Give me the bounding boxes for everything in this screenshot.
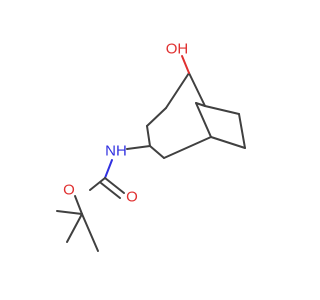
bond-c8-c9 <box>146 107 167 127</box>
bond-c4-c5 <box>195 102 212 138</box>
bond-c10-c11 <box>149 145 165 159</box>
bond-tbu-left <box>56 210 83 215</box>
bond-c1-c2 <box>204 105 240 115</box>
bond-c11-c4 <box>163 136 212 159</box>
bond-carbonyl-c-o-ester <box>89 177 106 191</box>
bond-c5-c6 <box>195 102 206 107</box>
bond-o-ester-c-tert <box>74 195 83 215</box>
atom-o-ester-label: O <box>63 182 75 199</box>
bond-c9-c10 <box>146 125 151 147</box>
bond-n-carbonyl-c <box>104 159 113 179</box>
bond-tbu-down <box>66 213 83 243</box>
bond-c7-c1 <box>188 72 206 107</box>
bond-tbu-up <box>81 213 99 252</box>
atom-nh-label: NH <box>105 143 127 160</box>
atom-oh-label: OH <box>166 41 189 58</box>
bicyclic-ring-bonds <box>146 72 246 159</box>
molecule-structure: OH NH O O <box>56 41 246 252</box>
atom-o-carbonyl-label: O <box>126 189 138 206</box>
bond-carbonyl-c-o-double-2 <box>100 182 121 199</box>
bond-carbonyl-c-o-double-1 <box>104 177 125 194</box>
bond-c7-c8 <box>165 72 190 109</box>
bond-c7-oh <box>181 55 190 74</box>
bond-c3-c4 <box>210 136 246 149</box>
tert-butyl-bonds <box>56 210 99 252</box>
bond-c10-n <box>126 145 151 150</box>
bond-c2-c3 <box>238 113 246 149</box>
